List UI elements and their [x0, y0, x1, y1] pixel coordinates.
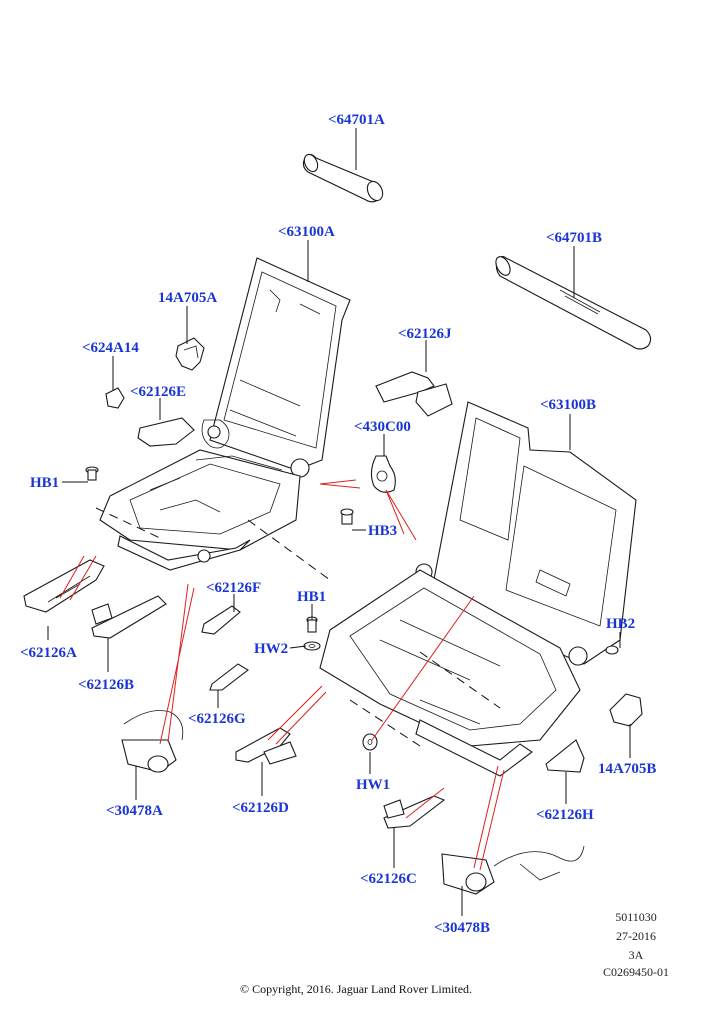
- meta-code-4: C0269450-01: [603, 965, 669, 979]
- callout-62126A: <62126A: [20, 645, 77, 661]
- part-HB2-bolt: [605, 645, 619, 655]
- part-62126A-rail-cover: [23, 559, 105, 613]
- part-62126H-cover: [545, 739, 585, 773]
- meta-code-1: 5011030: [615, 910, 657, 924]
- part-left-cushion-frame: [99, 449, 301, 571]
- callout-62126F: <62126F: [206, 580, 261, 596]
- callout-62126C: <62126C: [360, 871, 417, 887]
- part-14A705A-bracket: [175, 337, 205, 371]
- callout-62126E: <62126E: [130, 384, 186, 400]
- part-30478A-motor: [121, 710, 184, 773]
- part-62126E-pad: [137, 417, 195, 447]
- callout-64701A: <64701A: [328, 112, 385, 128]
- red-connector-lines: [59, 479, 505, 871]
- callout-624A14: <624A14: [82, 340, 139, 356]
- callout-14A705A: 14A705A: [158, 290, 217, 306]
- part-430C00-handle: [370, 455, 396, 493]
- callout-HB1-lower: HB1: [297, 589, 326, 605]
- part-30478B-motor: [441, 845, 585, 895]
- callout-HW1: HW1: [356, 777, 390, 793]
- part-HB3-bolt: [340, 508, 354, 525]
- callout-62126D: <62126D: [232, 800, 289, 816]
- callout-62126B: <62126B: [78, 677, 134, 693]
- part-64701A-tube: [302, 153, 384, 203]
- callout-HB2: HB2: [606, 616, 635, 632]
- part-62126G-cover: [209, 663, 249, 691]
- callout-63100B: <63100B: [540, 397, 596, 413]
- meta-code-3: 3A: [629, 948, 644, 962]
- part-HB1-bolt-upper: [85, 466, 99, 481]
- part-right-cushion-frame: [319, 569, 581, 777]
- callout-62126H: <62126H: [536, 807, 594, 823]
- callout-HB3: HB3: [368, 523, 397, 539]
- part-62126J-cover: [375, 371, 453, 417]
- part-HW2-washer: [303, 641, 321, 651]
- callout-63100A: <63100A: [278, 224, 335, 240]
- callout-14A705B: 14A705B: [598, 761, 656, 777]
- callout-30478B: <30478B: [434, 920, 490, 936]
- callout-HB1-upper: HB1: [30, 475, 59, 491]
- copyright-notice: © Copyright, 2016. Jaguar Land Rover Lim…: [240, 982, 472, 996]
- part-624A14-clip: [105, 387, 125, 409]
- callout-430C00: <430C00: [354, 419, 411, 435]
- callout-62126G: <62126G: [188, 711, 246, 727]
- alignment-lines: [95, 507, 501, 747]
- part-14A705B-bracket: [609, 693, 643, 727]
- part-62126F-cover: [201, 605, 241, 635]
- leader-lines: [47, 128, 631, 916]
- part-62126B-rail-cover: [91, 595, 167, 639]
- part-62126D-rail-cover: [235, 727, 297, 765]
- callout-HW2: HW2: [254, 641, 288, 657]
- part-63100A-seat-back-frame: [201, 257, 351, 478]
- callout-30478A: <30478A: [106, 803, 163, 819]
- callout-64701B: <64701B: [546, 230, 602, 246]
- part-64701B-tube: [495, 255, 652, 350]
- meta-code-2: 27-2016: [616, 929, 656, 943]
- callout-62126J: <62126J: [398, 326, 452, 342]
